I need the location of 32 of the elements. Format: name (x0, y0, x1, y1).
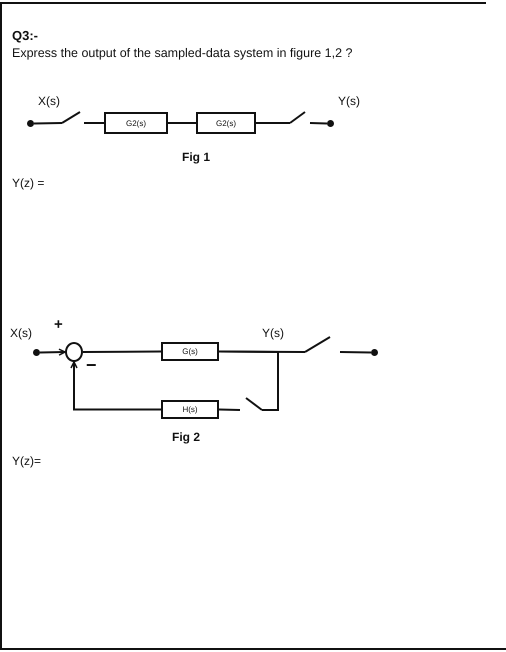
terminal-dot (27, 120, 34, 127)
block-box: G2(s) (104, 112, 168, 134)
summing-junction (65, 342, 83, 362)
signal-label: Y(s) (262, 326, 284, 340)
question-text: Express the output of the sampled-data system in figure 1,2 ? (12, 46, 352, 60)
signal-label: X(s) (38, 94, 60, 108)
block-box: G(s) (161, 342, 219, 361)
connector-line (256, 122, 290, 124)
connector-line (218, 350, 279, 411)
minus-sign: − (86, 355, 97, 376)
connector-line (40, 348, 66, 356)
figure-caption: Fig 2 (172, 430, 200, 444)
block-box: G2(s) (196, 112, 256, 134)
connector-line (83, 350, 161, 353)
connector-line (310, 122, 328, 124)
output-expression: Y(z) = (12, 176, 44, 190)
signal-label: Y(s) (338, 94, 360, 108)
signal-label: X(s) (10, 326, 32, 340)
figure-caption: Fig 1 (182, 150, 210, 164)
terminal-dot (327, 120, 334, 127)
connector-line (84, 122, 104, 124)
terminal-dot (371, 349, 378, 356)
connector-line (218, 408, 240, 411)
connector-line (168, 122, 196, 124)
connector-line (340, 351, 372, 354)
block-box: H(s) (161, 400, 219, 419)
connector-line (70, 361, 161, 410)
connector-line (34, 122, 62, 124)
question-number: Q3:- (12, 28, 38, 43)
terminal-dot (33, 349, 40, 356)
plus-sign: + (54, 316, 63, 333)
output-expression: Y(z)= (12, 454, 42, 468)
